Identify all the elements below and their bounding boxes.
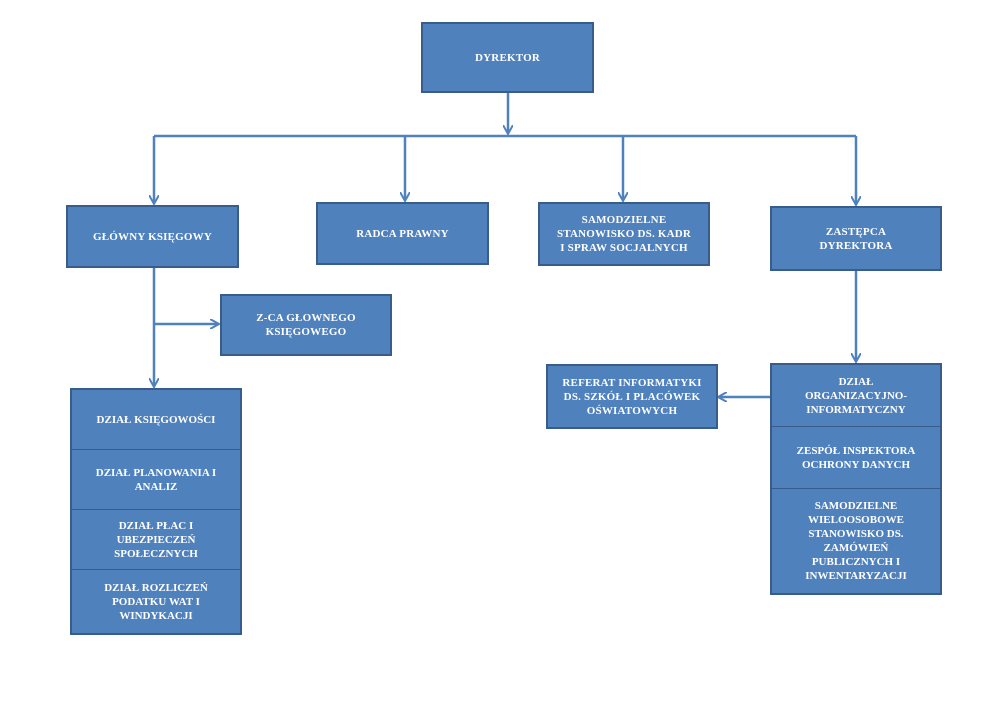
dept-rozliczen: DZIAŁ ROZLICZEŃ PODATKU WAT I WINDYKACJI <box>104 581 208 622</box>
right-department-stack: DZIAŁ ORGANIZACYJNO- INFORMATYCZNY ZESPÓ… <box>770 363 942 595</box>
node-samodzielne-kadr: SAMODZIELNE STANOWISKO DS. KADR I SPRAW … <box>538 202 710 266</box>
dept-zamowien: SAMODZIELNE WIELOOSOBOWE STANOWISKO DS. … <box>805 500 907 582</box>
node-zastepca-dyrektora: ZASTĘPCA DYREKTORA <box>770 206 942 271</box>
node-dyrektor: DYREKTOR <box>421 22 594 93</box>
node-zca-glownego: Z-CA GŁOWNEGO KSIĘGOWEGO <box>220 294 392 356</box>
dept-organizacyjno: DZIAŁ ORGANIZACYJNO- INFORMATYCZNY <box>772 365 940 427</box>
dept-plac: DZIAŁ PŁAC I UBEZPIECZEŃ SPOŁECZNYCH <box>72 510 240 570</box>
node-referat-informatyki: REFERAT INFORMATYKI DS. SZKÓŁ I PLACÓWEK… <box>546 364 718 429</box>
dept-planowania: DZIAŁ PLANOWANIA I ANALIZ <box>72 450 240 510</box>
dept-inspektora: ZESPÓŁ INSPEKTORA OCHRONY DANYCH <box>772 427 940 489</box>
node-glowny-ksiegowy: GŁÓWNY KSIĘGOWY <box>66 205 239 268</box>
node-radca-prawny: RADCA PRAWNY <box>316 202 489 265</box>
left-department-stack: DZIAŁ KSIĘGOWOŚCI DZIAŁ PLANOWANIA I ANA… <box>70 388 242 635</box>
dept-ksiegowosci: DZIAŁ KSIĘGOWOŚCI <box>72 390 240 450</box>
